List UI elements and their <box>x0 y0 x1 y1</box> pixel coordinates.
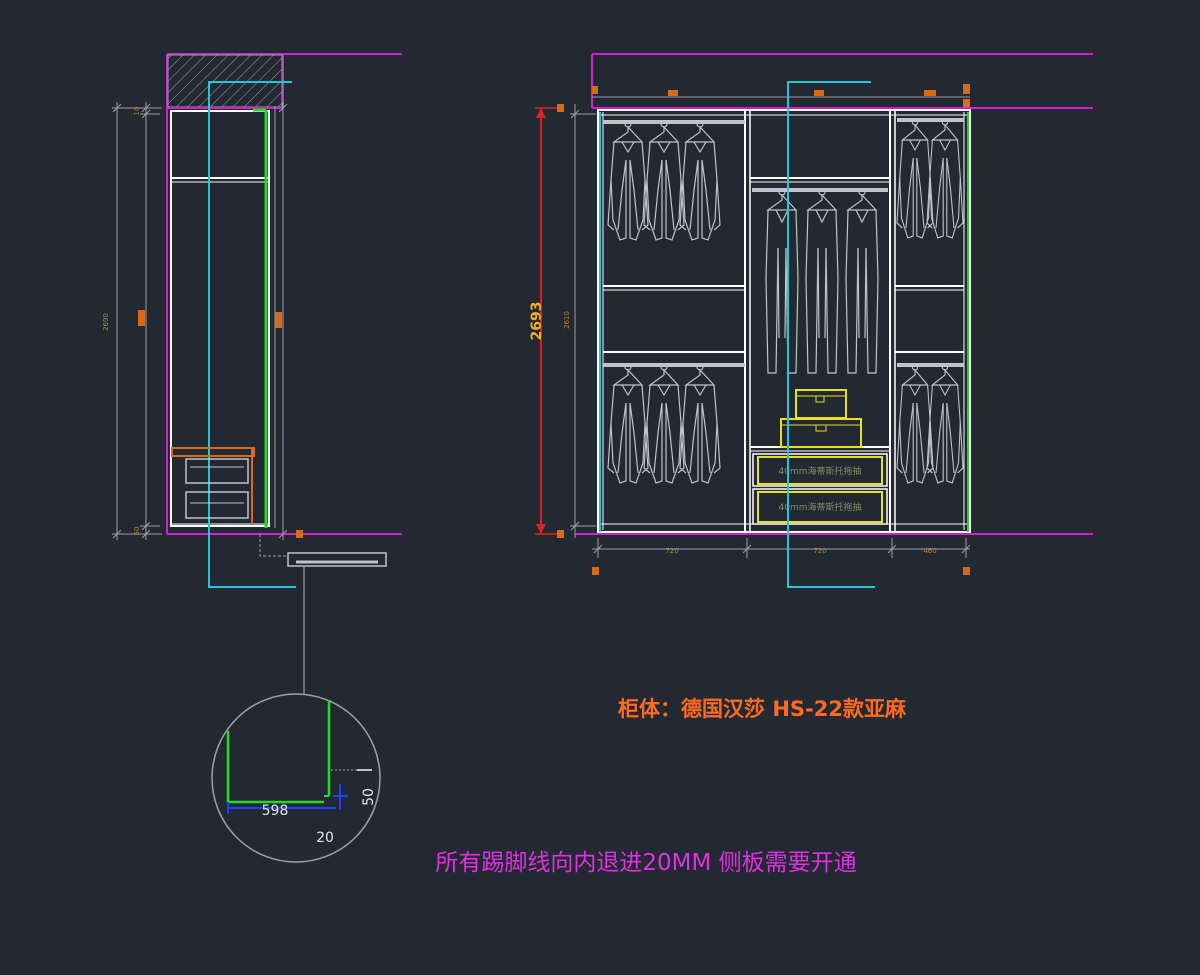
clothes-right-top <box>896 118 964 239</box>
material-note: 柜体：德国汉莎 HS-22款亚麻 <box>618 697 907 721</box>
kick-line-note: 所有踢脚线向内退进20MM 侧板需要开通 <box>435 850 856 876</box>
side-top-dim: 10 <box>133 107 141 116</box>
clothes-middle <box>765 188 879 374</box>
detail-height-label: 50 <box>361 788 377 806</box>
side-bottom-dim: 50 <box>133 527 141 536</box>
detail-width-label: 598 <box>262 803 289 819</box>
front-inner-height: 2610 <box>563 311 571 329</box>
detail-gap-label: 20 <box>316 830 334 846</box>
front-view: 40mm海蒂斯托拖抽 40mm海蒂斯托拖抽 2693 2610 720 720 … <box>529 53 1093 588</box>
front-total-height: 2693 <box>529 302 545 341</box>
kick-detail: 598 20 50 <box>211 693 381 863</box>
side-view: 2690 10 50 <box>102 53 402 695</box>
front-drawers: 40mm海蒂斯托拖抽 40mm海蒂斯托拖抽 <box>752 453 888 525</box>
width-right: 460 <box>923 547 936 555</box>
width-left: 720 <box>665 547 678 555</box>
side-height-total: 2690 <box>102 313 110 331</box>
clothes-left-top <box>607 120 721 241</box>
width-middle: 720 <box>813 547 826 555</box>
drawer-label-bottom: 40mm海蒂斯托拖抽 <box>779 501 862 513</box>
clothes-left-bottom <box>607 363 721 484</box>
storage-boxes <box>780 389 862 448</box>
side-drawers <box>171 447 255 524</box>
clothes-right-bottom <box>896 363 964 484</box>
drawer-label-top: 40mm海蒂斯托拖抽 <box>779 465 862 477</box>
